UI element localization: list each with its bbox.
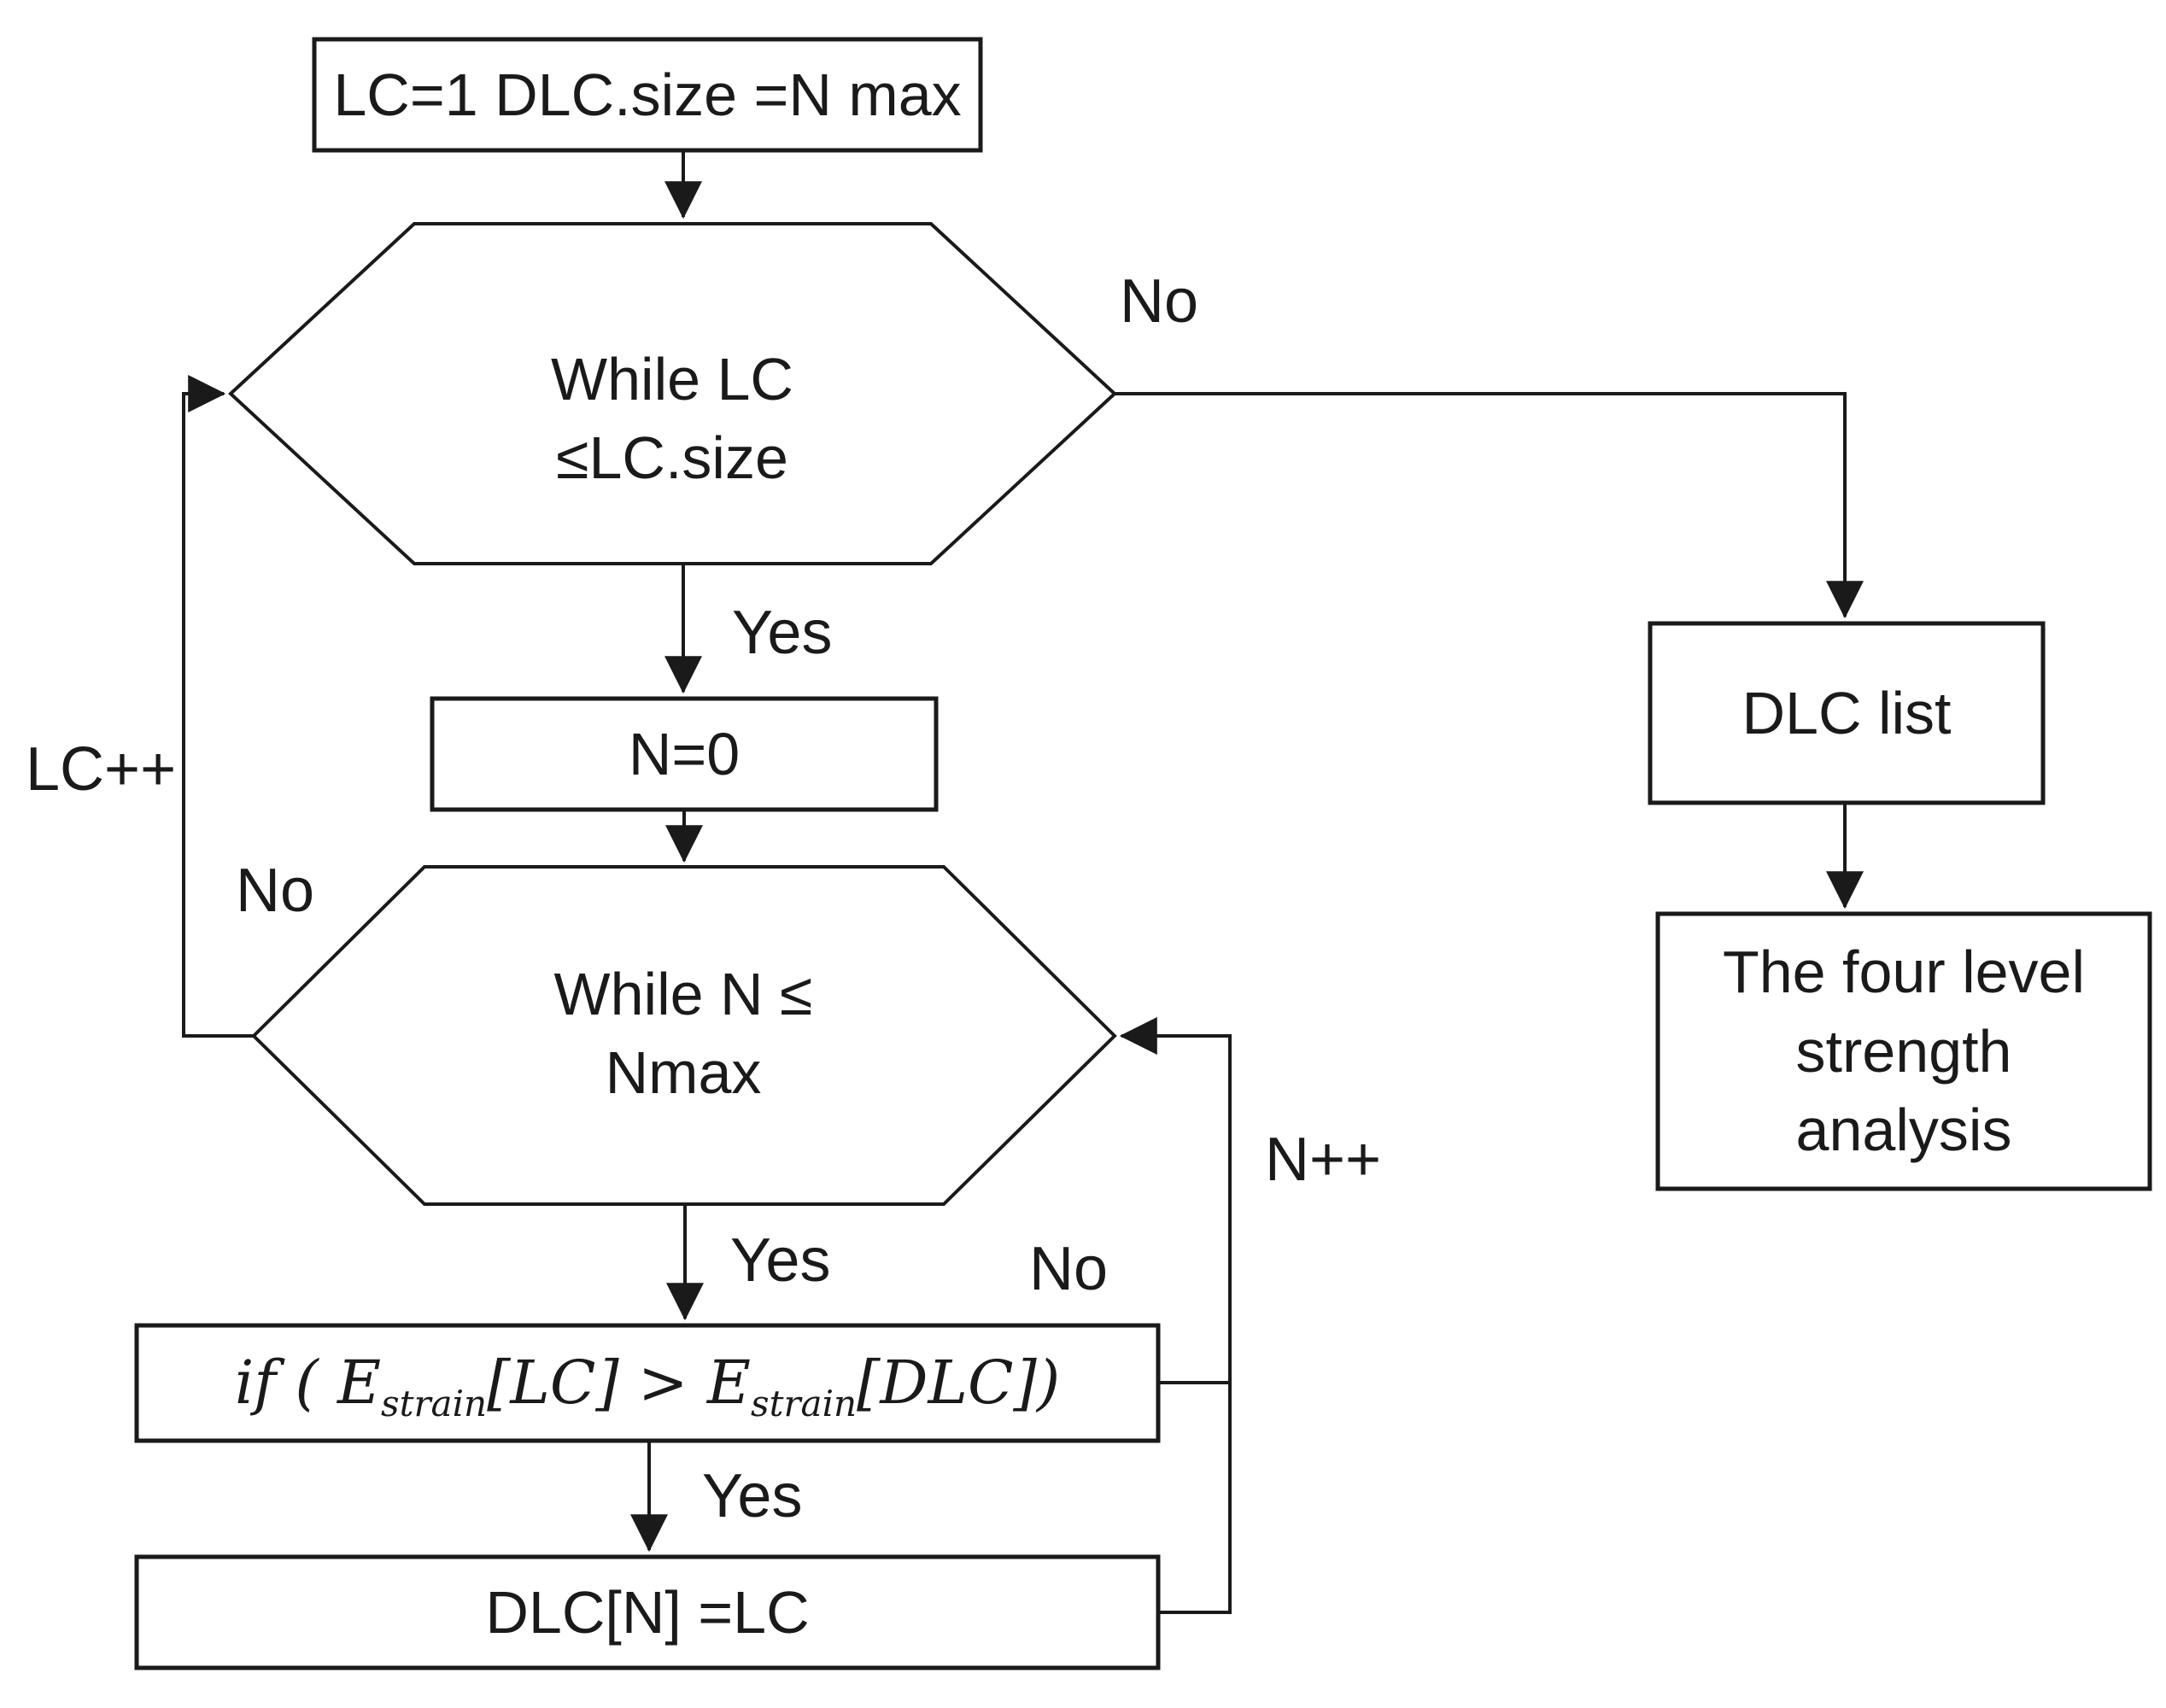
edge-lc-increment-loop	[182, 375, 254, 1038]
if-sub2: strain	[751, 1383, 858, 1425]
four-level-box-label: The four level strength analysis	[1658, 914, 2150, 1189]
four-level-line2: strength	[1795, 1017, 2012, 1085]
if-condition-expression: if ( Estrain[LC] > Estrain[DLC])	[235, 1343, 1060, 1422]
if-cmp: [LC] >	[487, 1348, 707, 1418]
while-lc-line2: ≤LC.size	[556, 424, 788, 491]
dlc-assign-box-shape	[134, 1554, 1161, 1670]
while-n-line1: While N ≤	[553, 960, 813, 1027]
edge-n-increment-loop	[1119, 1017, 1232, 1614]
while-n-line2: Nmax	[605, 1039, 762, 1106]
if-condition-box-label: if ( Estrain[LC] > Estrain[DLC])	[137, 1325, 1158, 1441]
while-lc-hexagon-label: While LC ≤LC.size	[331, 299, 1014, 538]
four-level-box-shape	[1655, 911, 2152, 1191]
label-while-lc-no: No	[1120, 267, 1199, 336]
if-close: [DLC])	[857, 1348, 1061, 1418]
if-sub1: strain	[381, 1383, 488, 1425]
four-level-line3: analysis	[1795, 1097, 2012, 1164]
n-zero-box-shape	[430, 696, 939, 812]
dlc-assign-box-label: DLC[N] =LC	[485, 1578, 810, 1646]
label-while-lc-yes: Yes	[732, 599, 833, 667]
n-zero-box-label: N=0	[628, 720, 741, 787]
label-n-increment: N++	[1265, 1126, 1382, 1194]
if-condition-box-shape	[134, 1323, 1161, 1443]
while-lc-line1: While LC	[551, 345, 793, 412]
label-if-yes: Yes	[702, 1462, 803, 1530]
while-n-hexagon-shape	[251, 865, 1117, 1206]
dlc-list-box-label: DLC list	[1742, 679, 1952, 746]
label-if-no: No	[1029, 1235, 1109, 1303]
start-box-shape	[312, 37, 983, 153]
if-var2: E	[706, 1348, 752, 1418]
while-lc-hexagon-shape	[228, 222, 1117, 565]
label-while-n-yes: Yes	[730, 1226, 831, 1295]
start-box-label: LC=1 DLC.size =N max	[333, 61, 962, 128]
label-lc-increment: LC++	[26, 735, 177, 804]
dlc-list-box-shape	[1648, 621, 2046, 805]
if-open: if (	[234, 1348, 337, 1418]
edge-while-lc-no-to-dlc-list	[1115, 392, 1864, 619]
while-n-hexagon-label: While N ≤ Nmax	[342, 922, 1025, 1144]
if-var1: E	[337, 1348, 382, 1418]
label-while-n-no: No	[236, 857, 315, 925]
four-level-line1: The four level	[1722, 939, 2086, 1006]
